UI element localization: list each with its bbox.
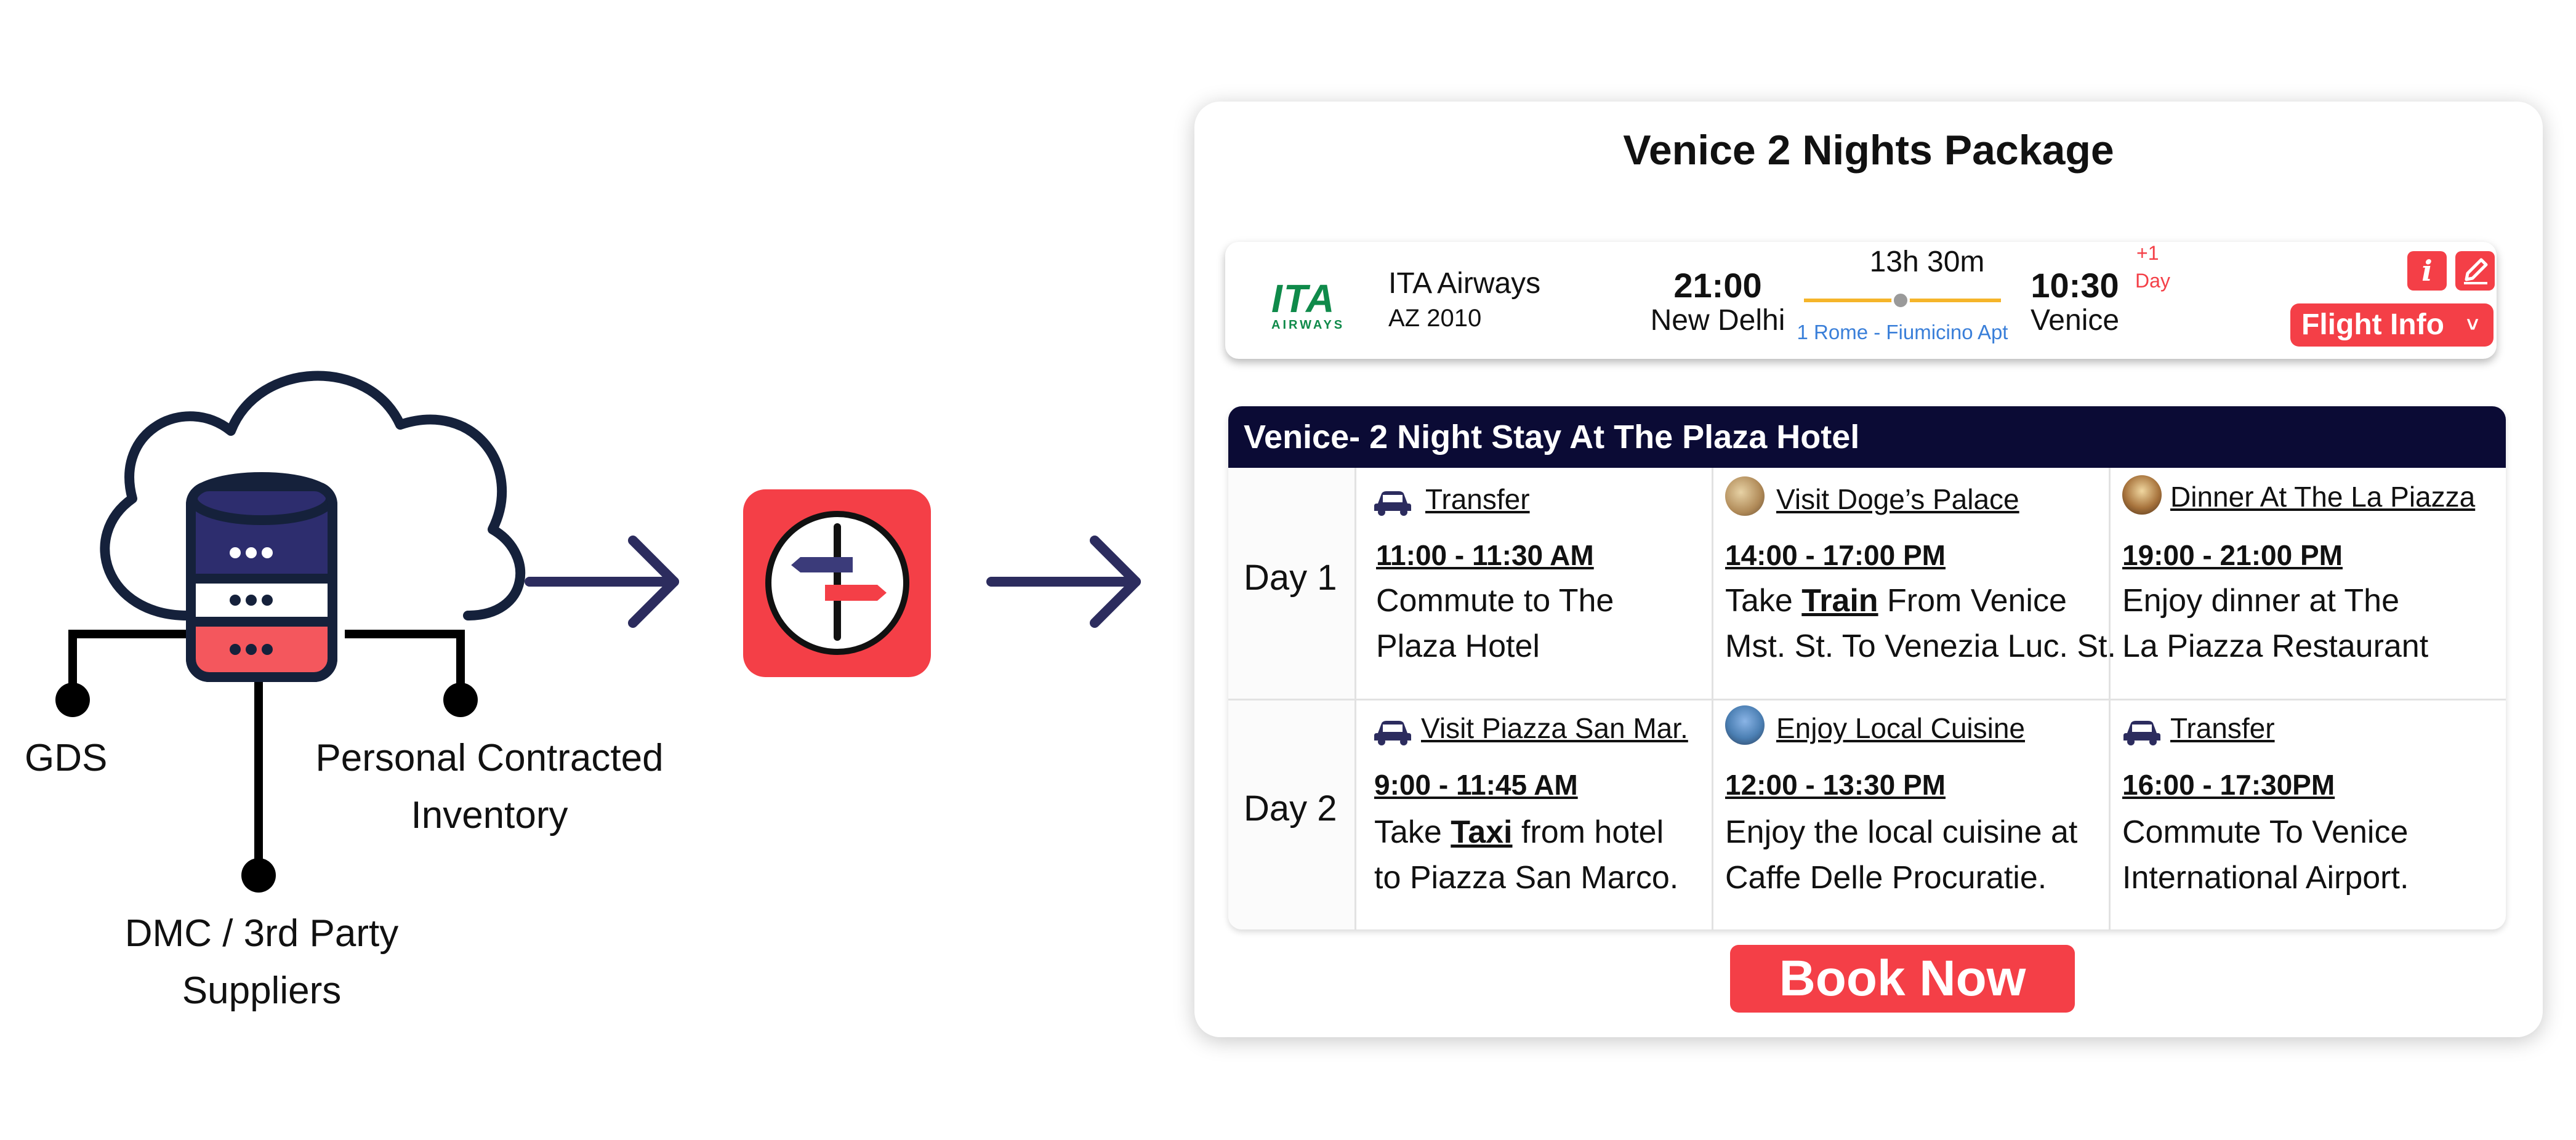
activity-link[interactable]: Visit Doge’s Palace xyxy=(1776,483,2019,515)
activity-link[interactable]: Visit Piazza San Mar. xyxy=(1421,712,1688,744)
flight-card: ITA AIRWAYS ITA Airways AZ 2010 21:00 Ne… xyxy=(1225,242,2497,359)
source-label-dmc-line2: Suppliers xyxy=(182,969,342,1012)
car-icon xyxy=(1374,721,1411,745)
connector-lines xyxy=(68,630,465,874)
activity-time: 9:00 - 11:45 AM xyxy=(1374,769,1578,801)
package-card: Venice 2 Nights Package ITA AIRWAYS ITA … xyxy=(1194,102,2543,1037)
activity-desc: Enjoy dinner at The La Piazza Restaurant xyxy=(2122,583,2429,664)
activity-time: 12:00 - 13:30 PM xyxy=(1725,769,1946,801)
gds-node xyxy=(55,683,90,717)
airline-name: ITA Airways xyxy=(1388,267,1541,300)
via-airport: 1 Rome - Fiumicino Apt xyxy=(1797,321,2008,343)
arrow-right-icon-1 xyxy=(525,536,679,628)
activity-time: 16:00 - 17:30PM xyxy=(2122,769,2335,801)
arrive-city: Venice xyxy=(2030,304,2120,337)
activity-cell: Dinner At The La Piazza 19:00 - 21:00 PM… xyxy=(2109,468,2506,699)
day-label-2: Day 2 xyxy=(1244,789,1337,829)
package-title: Venice 2 Nights Package xyxy=(1623,127,2114,174)
stop-marker xyxy=(1891,291,1910,310)
cloud-icon xyxy=(100,371,526,620)
activity-cell: Visit Doge’s Palace 14:00 - 17:00 PM Tak… xyxy=(1712,468,2116,699)
activity-cell: Visit Piazza San Mar. 9:00 - 11:45 AM Ta… xyxy=(1354,700,1712,929)
airline-logo: ITA AIRWAYS xyxy=(1271,276,1345,332)
depart-city: New Delhi xyxy=(1650,304,1785,337)
cuisine-thumb-icon xyxy=(1725,705,1765,745)
car-icon xyxy=(1374,491,1411,516)
dmc-node xyxy=(241,858,276,893)
activity-time: 14:00 - 17:00 PM xyxy=(1725,539,1946,571)
stay-title: Venice- 2 Night Stay At The Plaza Hotel xyxy=(1228,406,2506,468)
activity-cell: Enjoy Local Cuisine 12:00 - 13:30 PM Enj… xyxy=(1712,700,2109,929)
source-label-personal-inventory: Personal Contracted Inventory xyxy=(289,729,690,844)
activity-time: 19:00 - 21:00 PM xyxy=(2122,539,2343,571)
day-offset-word: Day xyxy=(2135,270,2170,292)
edit-button[interactable] xyxy=(2455,251,2495,291)
activity-time: 11:00 - 11:30 AM xyxy=(1376,539,1594,571)
day-label-1: Day 1 xyxy=(1244,558,1337,598)
personal-inventory-node xyxy=(443,683,478,717)
activity-link[interactable]: Enjoy Local Cuisine xyxy=(1776,712,2026,744)
database-icon xyxy=(186,472,337,682)
arrow-right-icon-2 xyxy=(986,536,1141,628)
source-label-dmc: DMC / 3rd Party Suppliers xyxy=(92,905,431,1019)
source-label-personal-line1: Personal Contracted xyxy=(315,737,664,779)
activity-link[interactable]: Transfer xyxy=(1425,483,1530,515)
source-label-gds: GDS xyxy=(25,737,108,779)
depart-time: 21:00 xyxy=(1673,266,1762,305)
activity-desc: Take Taxi from hotel to Piazza San Marco… xyxy=(1374,814,1679,896)
source-label-dmc-line1: DMC / 3rd Party xyxy=(124,912,399,955)
activity-link[interactable]: Transfer xyxy=(2170,712,2275,744)
activity-desc: Commute To Venice International Airport. xyxy=(2122,814,2409,896)
itinerary-table: Venice- 2 Night Stay At The Plaza Hotel … xyxy=(1228,406,2506,929)
info-button[interactable]: i xyxy=(2407,251,2447,291)
source-label-personal-line2: Inventory xyxy=(411,794,568,837)
flight-duration: 13h 30m xyxy=(1869,246,1985,278)
inventory-sources-diagram xyxy=(55,371,1141,893)
edit-pencil-icon xyxy=(2464,258,2488,284)
car-icon xyxy=(2123,721,2160,745)
chevron-down-icon: ˅ xyxy=(2466,313,2479,337)
activity-desc: Enjoy the local cuisine at Caffe Delle P… xyxy=(1725,814,2078,896)
database-dots xyxy=(230,547,273,655)
activity-desc: Take Train From Venice Mst. St. To Venez… xyxy=(1725,583,2116,664)
app-logo-icon xyxy=(743,489,931,677)
palace-thumb-icon xyxy=(1725,476,1765,516)
flight-number: AZ 2010 xyxy=(1388,305,1482,332)
activity-cell: Transfer 11:00 - 11:30 AM Commute to The… xyxy=(1354,468,1712,699)
flight-info-dropdown[interactable]: Flight Info ˅ xyxy=(2290,303,2493,347)
day-offset-plus: +1 xyxy=(2136,242,2159,264)
activity-link[interactable]: Dinner At The La Piazza xyxy=(2170,481,2476,513)
restaurant-thumb-icon xyxy=(2122,475,2162,515)
info-icon: i xyxy=(2421,254,2433,287)
book-now-button[interactable]: Book Now xyxy=(1730,945,2075,1013)
activity-desc: Commute to The Plaza Hotel xyxy=(1376,583,1614,664)
arrive-time: 10:30 xyxy=(2031,266,2119,305)
activity-cell: Transfer 16:00 - 17:30PM Commute To Veni… xyxy=(2109,700,2506,929)
flight-info-label: Flight Info xyxy=(2301,308,2444,341)
